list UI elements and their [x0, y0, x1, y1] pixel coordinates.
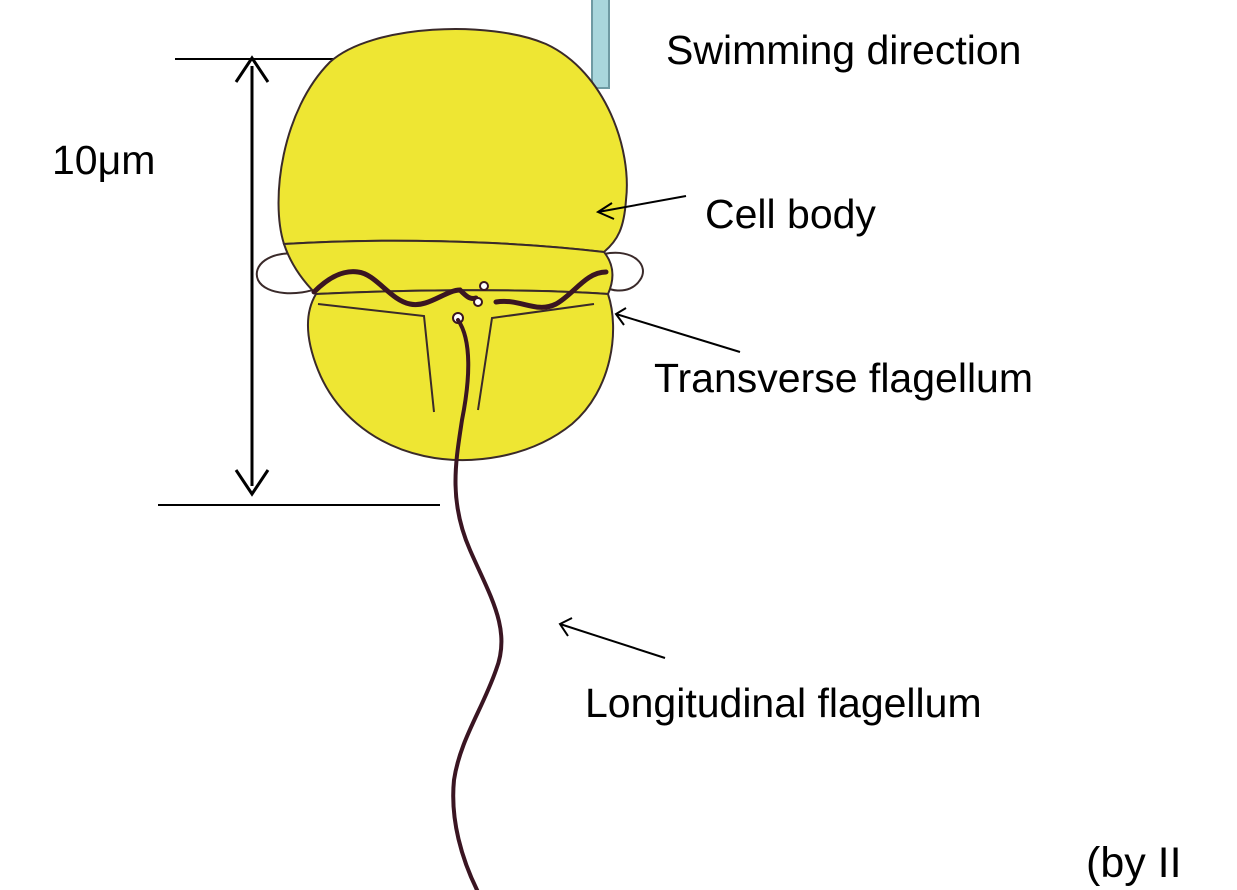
swimming-direction-arrow [592, 0, 609, 88]
longitudinal-flagellum-pointer [560, 618, 665, 658]
epicone [279, 29, 627, 252]
girdle [284, 241, 612, 294]
credit-label: (by II [1086, 842, 1182, 885]
transverse-flagellum-pointer [616, 308, 740, 352]
transverse-flagellum-label: Transverse flagellum [654, 358, 1033, 399]
flagellar-pore [480, 282, 488, 290]
scale-label: 10μm [52, 140, 155, 181]
swimming-direction-label: Swimming direction [666, 30, 1021, 71]
flagellar-pore [474, 298, 482, 306]
cell-body [257, 29, 643, 460]
cell-body-label: Cell body [705, 194, 876, 235]
longitudinal-flagellum-label: Longitudinal flagellum [585, 683, 982, 724]
